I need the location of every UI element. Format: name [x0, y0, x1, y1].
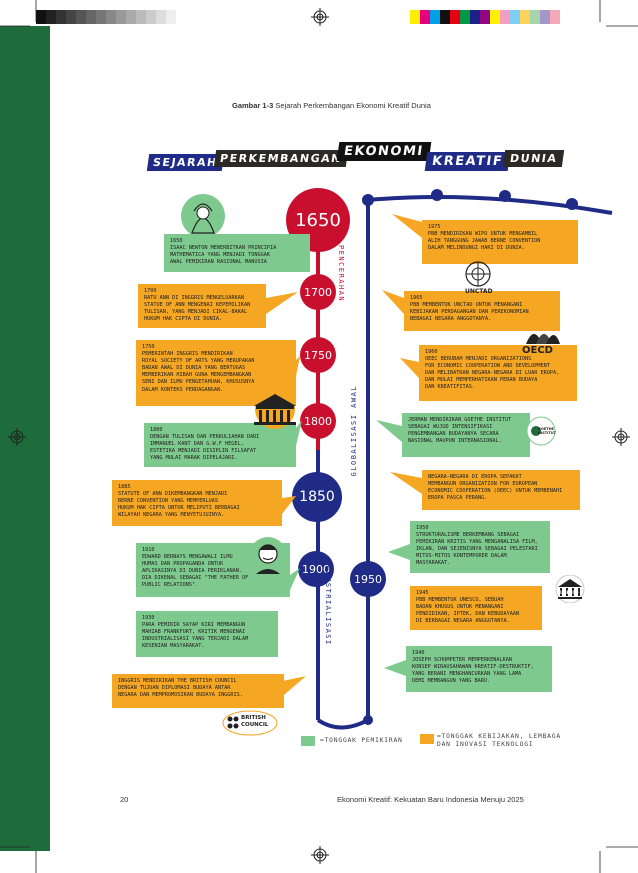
british-council-logo-icon	[222, 710, 278, 736]
event-1940: 1940 JOSEPH SCHUMPETER MEMPERKENALKAN KO…	[406, 646, 552, 692]
unctad-logo-icon	[465, 261, 491, 287]
event-1800: 1800 DENGAN TULISAN DAN PERKULIAHAN DARI…	[144, 423, 296, 467]
book-title: Ekonomi Kreatif: Kekuatan Baru Indonesia…	[337, 795, 524, 804]
node-1800: 1800	[300, 403, 336, 439]
page-number: 20	[120, 795, 129, 804]
era-label-pencerahan: PENCERAHAN	[337, 245, 345, 303]
bernays-portrait-icon	[249, 537, 287, 575]
navy-timeline-curve	[316, 718, 369, 730]
event-1950: 1950 STRUKTURALISME BERKEMBANG SEBAGAI P…	[410, 521, 550, 573]
caption-label: Gambar 1-3	[232, 101, 274, 110]
registration-mark-top	[311, 8, 329, 26]
legend-label-orange: =TONGGAK KEBIJAKAN, LEMBAGA DAN INOVASI …	[437, 733, 561, 748]
node-1700: 1700	[300, 274, 336, 310]
event-1945: 1945 PBB MEMBENTUK UNESCO, SEBUAH BADAN …	[410, 586, 542, 630]
node-1900: 1900	[298, 551, 334, 587]
legend-swatch-orange	[420, 734, 434, 744]
event-1975: 1975 PBB MENDIRIKAN WIPO UNTUK MENGAMBIL…	[422, 220, 578, 264]
newton-portrait-icon	[181, 194, 225, 238]
green-page-spine	[0, 26, 50, 851]
navy-timeline-top-curve	[367, 194, 613, 215]
node-1950: 1950	[350, 561, 386, 597]
event-1700: 1700 RATU ANN DI INGGRIS MENGELUARKAN ST…	[138, 284, 266, 328]
event-1885: 1885 STATUTE OF ANN DIKEMBANGKAN MENJADI…	[112, 480, 282, 526]
event-1965: 1965 PBB MEMBENTUK UNCTAD UNTUK MENANGAN…	[404, 291, 560, 331]
goethe-logo-icon	[526, 416, 556, 446]
figure-caption: Gambar 1-3 Sejarah Perkembangan Ekonomi …	[232, 101, 431, 110]
royal-society-building-icon	[254, 389, 296, 429]
registration-mark-bottom	[311, 846, 329, 864]
registration-mark-right	[612, 428, 630, 446]
event-1930: 1930 PARA PEMIKIR SAYAP KIRI MEMBANGUN M…	[136, 611, 278, 657]
legend-swatch-green	[301, 736, 315, 746]
unesco-logo-text: UNESCO	[560, 590, 579, 595]
node-1850: 1850	[292, 472, 342, 522]
node-1750: 1750	[300, 337, 336, 373]
oecd-logo-text: OECD	[522, 345, 553, 356]
event-oeec: NEGARA-NEGARA DI EROPA SEPAKAT MEMBANGUN…	[422, 470, 580, 510]
oecd-logo-icon	[526, 334, 560, 344]
unctad-logo-text: UNCTAD	[465, 288, 493, 295]
era-label-industrialisasi: INDUSTRIALISASI	[324, 560, 332, 646]
event-british-council: INGGRIS MENDIRIKAN THE BRITISH COUNCIL D…	[112, 674, 284, 708]
british-council-logo-text: BRITISH COUNCIL	[241, 715, 269, 728]
unesco-logo-icon	[555, 575, 585, 603]
event-1960: 1960 OEEC BERUBAH MENJADI ORGANIZATIONS …	[419, 345, 577, 401]
event-1650: 1650 ISAAC NEWTON MENERBITKAN PRINCIPIA …	[164, 234, 310, 272]
goethe-logo-text: GOETHE INSTITUT	[538, 427, 557, 435]
caption-text: Sejarah Perkembangan Ekonomi Kreatif Dun…	[275, 101, 431, 110]
event-goethe: JERMAN MENDIRIKAN GOETHE INSTITUT SEBAGA…	[402, 413, 530, 457]
legend-label-green: =TONGGAK PEMIKIRAN	[320, 737, 403, 744]
registration-mark-left	[8, 428, 26, 446]
